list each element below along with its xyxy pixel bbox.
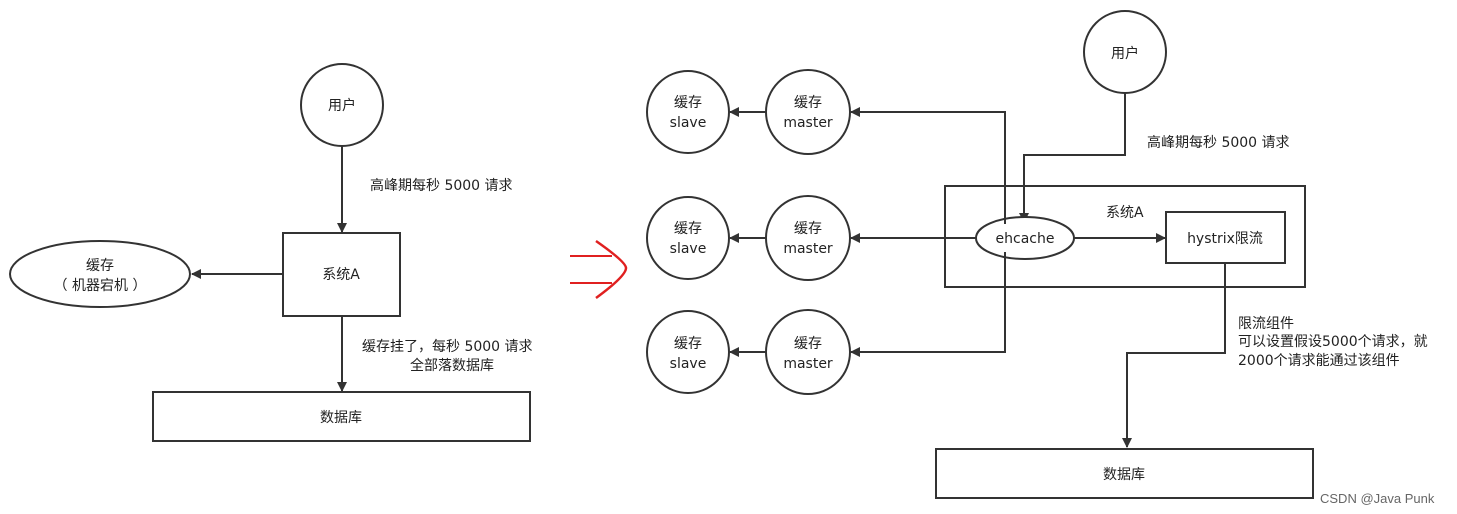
limit-label-1: 限流组件 [1238, 316, 1294, 332]
right-peak-label: 高峰期每秒 5000 请求 [1147, 134, 1290, 151]
ehcache-to-master-3-arrow [850, 252, 1006, 357]
watermark: CSDN @Java Punk [1320, 491, 1435, 506]
left-system-label: 系统A [322, 267, 360, 283]
right-diagram: 用户 高峰期每秒 5000 请求 系统A ehcache hystrix限流 缓… [646, 10, 1428, 499]
hystrix-box [1165, 211, 1286, 264]
hystrix-to-database-arrow [1122, 263, 1226, 448]
master-3-label-1: 缓存 [794, 336, 822, 352]
right-user-to-ehcache-arrow [1019, 93, 1126, 223]
master-3-label-2: master [783, 356, 833, 372]
left-cache-node [9, 240, 191, 308]
master-node-1 [765, 69, 851, 155]
ehcache-to-master-1-arrow [850, 107, 1006, 224]
left-peak-label: 高峰期每秒 5000 请求 [370, 177, 513, 194]
left-database-box [152, 391, 531, 442]
left-database-label: 数据库 [320, 410, 362, 426]
limit-label-2: 可以设置假设5000个请求，就 [1238, 334, 1428, 350]
ehcache-label: ehcache [996, 231, 1055, 247]
left-diagram: 用户 高峰期每秒 5000 请求 系统A 缓存 （ 机器宕机 ） 缓存挂了，每秒… [9, 63, 533, 442]
transition-arrow [570, 239, 628, 300]
master-node-3 [765, 309, 851, 395]
left-failure-label-1: 缓存挂了，每秒 5000 请求 [362, 339, 533, 355]
left-system-box [282, 232, 401, 317]
slave-3-label-2: slave [670, 356, 707, 372]
right-database-label: 数据库 [1103, 467, 1145, 483]
left-user-label: 用户 [328, 97, 356, 114]
left-cache-label-2: （ 机器宕机 ） [54, 278, 147, 294]
slave-1-label-1: 缓存 [674, 95, 702, 111]
right-system-box [944, 185, 1306, 288]
hystrix-label: hystrix限流 [1187, 231, 1263, 247]
slave-2-label-1: 缓存 [674, 221, 702, 237]
right-user-label: 用户 [1111, 45, 1139, 62]
limit-label-3: 2000个请求能通过该组件 [1238, 353, 1400, 369]
slave-3-label-1: 缓存 [674, 336, 702, 352]
implies-icon [595, 239, 628, 300]
slave-1-label-2: slave [670, 115, 707, 131]
master-2-label-2: master [783, 241, 833, 257]
slave-2-label-2: slave [670, 241, 707, 257]
right-system-label: 系统A [1106, 205, 1144, 221]
right-database-box [935, 448, 1314, 499]
left-cache-label-1: 缓存 [86, 258, 114, 274]
slave-node-1 [646, 70, 730, 154]
slave-node-2 [646, 196, 730, 280]
slave-node-3 [646, 310, 730, 394]
master-1-label-1: 缓存 [794, 95, 822, 111]
master-node-2 [765, 195, 851, 281]
left-failure-label-2: 全部落数据库 [410, 357, 494, 374]
master-1-label-2: master [783, 115, 833, 131]
master-2-label-1: 缓存 [794, 221, 822, 237]
